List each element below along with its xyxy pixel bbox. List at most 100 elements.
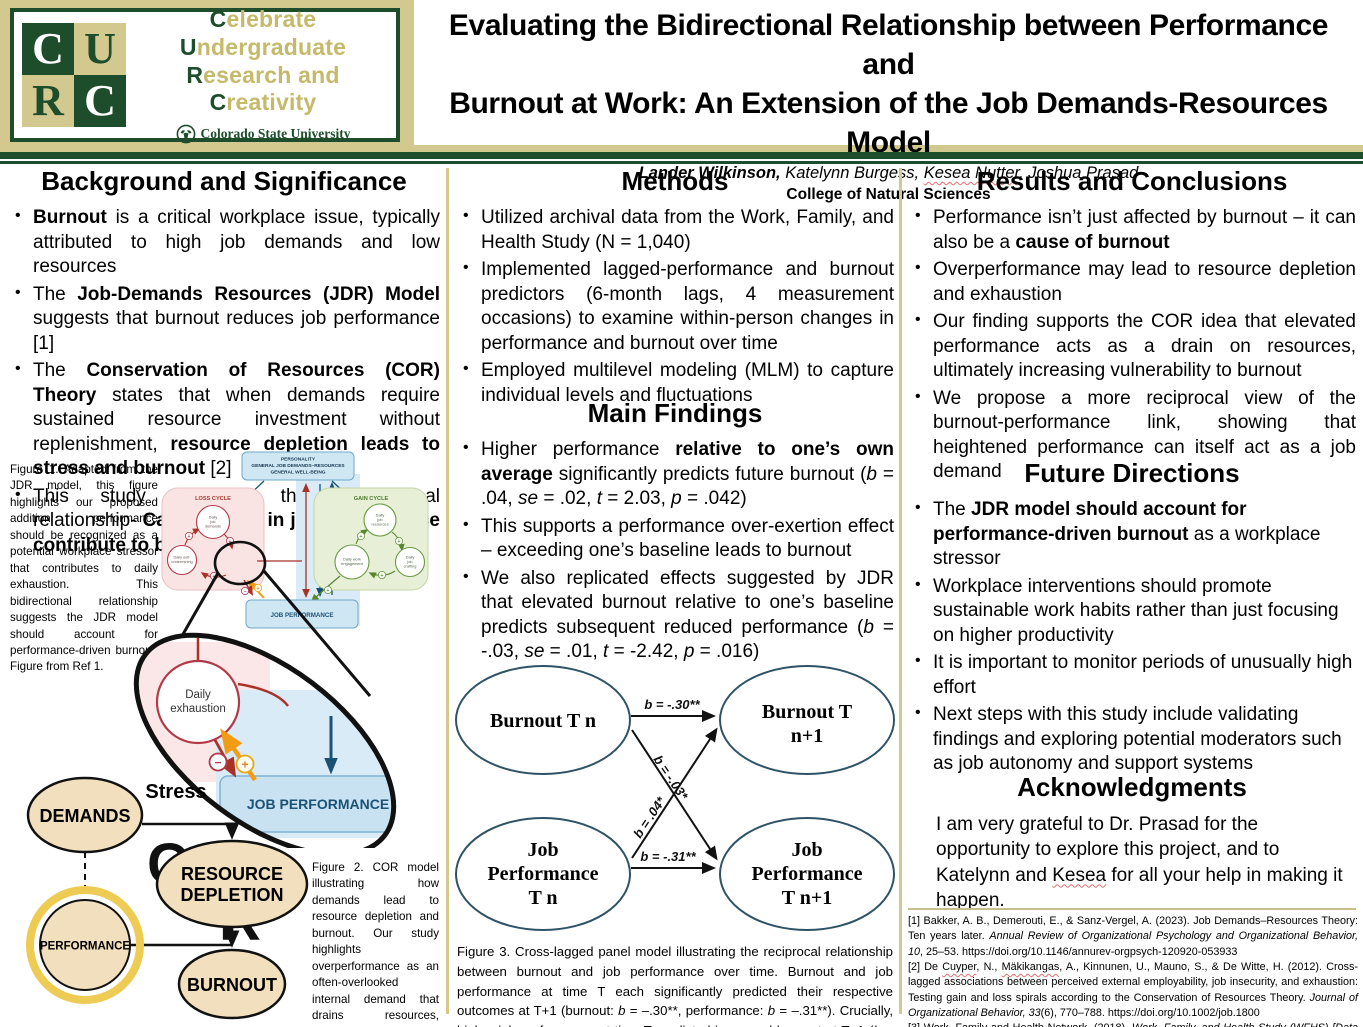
poster-title-line2: Burnout at Work: An Extension of the Job… [449,87,1328,159]
header-gold-strip [414,145,1363,152]
methods-bullet-list: Utilized archival data from the Work, Fa… [456,206,894,408]
svg-text:RESOURCE: RESOURCE [181,864,283,884]
svg-text:T n+1: T n+1 [782,887,833,909]
bullet: It is important to monitor periods of un… [908,651,1356,700]
cor-resource-depletion-node: RESOURCE DEPLETION [155,839,309,929]
bullet: The Conservation of Resources (COR) Theo… [8,359,440,482]
svg-text:T n: T n [528,887,557,909]
zoom-job-performance-label: JOB PERFORMANCE [247,796,389,812]
bullet: We propose a more reciprocal view of the… [908,387,1356,485]
references-divider [908,908,1356,910]
jdr-top-line2: GENERAL JOB DEMANDS–RESOURCES [251,463,345,469]
header-rule-thin [0,161,1363,164]
loss-circle-text: Daily [209,515,218,520]
svg-text:Job: Job [791,839,822,861]
svg-text:+: + [188,534,191,540]
column-divider-left [446,168,449,1014]
cor-performance-node: PERFORMANCE [26,886,144,1004]
figure1-jdr-diagram: PERSONALITY GENERAL JOB DEMANDS–RESOURCE… [118,451,432,848]
reference-3: [3] Work, Family and Health Network. (20… [908,1021,1358,1027]
svg-text:+: + [229,539,232,545]
section-acknowledgments: Acknowledgments I am very grateful to Dr… [908,772,1356,913]
poster-title-line1: Evaluating the Bidirectional Relationshi… [448,9,1329,81]
zoom-minus-badge: − [214,756,221,770]
curc-logo-grid: C U R C [22,23,126,127]
fig3-arrows [631,710,718,874]
title-area: Evaluating the Bidirectional Relationshi… [414,0,1363,203]
reference-1: [1] Bakker, A. B., Demerouti, E., & Sanz… [908,915,1359,958]
poster-title: Evaluating the Bidirectional Relationshi… [424,6,1353,162]
gain-circle-text: job [376,517,382,522]
node-job-performance-tn: Job Performance T n [455,817,631,931]
edge-label-performance-to-burnout: b = .04* [630,793,669,840]
section-methods: Methods Utilized archival data from the … [456,166,894,411]
gain-circle-text: Daily work [343,557,361,562]
node-job-performance-tn1: Job Performance T n+1 [719,817,895,931]
loss-circle-text: demands [205,524,221,529]
svg-text:+: + [398,539,401,545]
csu-ram-icon [176,124,195,144]
bullet: Overperformance may lead to resource dep… [908,258,1356,307]
svg-text:PERFORMANCE: PERFORMANCE [40,941,130,953]
cor-burnout-node: BURNOUT [177,948,287,1020]
zoom-plus-badge: + [241,758,248,772]
bullet: The JDR model should account for perform… [908,498,1356,572]
loss-circle-text: undermining [171,559,192,564]
zoom-exhaustion-label: exhaustion [170,703,226,715]
bullet: Workplace interventions should promote s… [908,575,1356,649]
svg-text:−: − [243,589,246,595]
gain-circle-text: engagement [341,561,364,566]
gain-circle-text: resources [371,522,388,527]
acknowledgments-text: I am very grateful to Dr. Prasad for the… [936,814,1343,911]
logo-tagline-line2: Research and Creativity [186,61,340,116]
jdr-loss-cycle: LOSS CYCLE Daily job demands Daily self-… [161,487,265,591]
university-line: Colorado State University [138,124,388,144]
section-future-directions: Future Directions The JDR model should a… [908,458,1356,780]
fig3-nodes: Burnout T n Burnout T n+1 Job Performanc… [455,665,895,931]
svg-text:BURNOUT: BURNOUT [187,975,277,995]
svg-text:+: + [381,573,384,579]
main-findings-heading: Main Findings [587,398,763,428]
bullet: Implemented lagged-performance and burno… [456,258,894,356]
bullet: This supports a performance over-exertio… [456,515,894,564]
results-bullet-list: Performance isn’t just affected by burno… [908,206,1356,485]
bullet: The Job-Demands Resources (JDR) Model su… [8,283,440,357]
jdr-top-line1: PERSONALITY [281,457,316,463]
bullet: Utilized archival data from the Work, Fa… [456,206,894,255]
affiliation: College of Natural Sciences [786,186,991,203]
svg-text:DEPLETION: DEPLETION [180,885,283,905]
column-divider-right [899,168,902,1014]
bullet: We also replicated effects suggested by … [456,567,894,665]
figure2-cor-diagram: Stress C O R DEMANDS RESOURCE DEPLETION … [26,776,309,1020]
loss-circle-text: job [209,519,215,524]
gain-circle-text: crafting [404,564,417,569]
reference-2: [2] De Cuyper, N., Mäkikangas, A., Kinnu… [908,960,1358,1019]
logo-letter-c1: C [22,23,74,75]
magnifier-ellipse [133,632,397,848]
background-heading: Background and Significance [41,166,407,196]
svg-text:+: + [360,534,363,540]
svg-text:+: + [256,586,259,592]
bullet: Burnout is a critical workplace issue, t… [8,206,440,280]
figure1-caption: Figure 1. Adapted from the JDR model, th… [10,463,158,674]
svg-text:Job: Job [527,839,558,861]
node-burnout-tn: Burnout T n [455,665,631,775]
future-bullet-list: The JDR model should account for perform… [908,498,1356,777]
cor-demands-node: DEMANDS [26,776,144,854]
loss-cycle-label: LOSS CYCLE [195,496,231,502]
jdr-gain-cycle: GAIN CYCLE Daily job resources Daily wor… [310,487,429,603]
svg-text:Performance: Performance [487,863,598,885]
svg-text:DEMANDS: DEMANDS [39,806,130,826]
bullet: Performance isn’t just affected by burno… [908,206,1356,255]
edge-label-performance-stability: b = -.31** [640,849,696,864]
section-main-findings: Main Findings Higher performance relativ… [456,398,894,668]
bullet: Our finding supports the COR idea that e… [908,310,1356,384]
edge-label-burnout-stability: b = -.30** [644,697,700,712]
authors-line: Lander Wilkinson, Katelynn Burgess, Kese… [638,164,1139,182]
section-results: Results and Conclusions Performance isn’… [908,166,1356,488]
logo-letter-c2: C [74,75,126,127]
methods-heading: Methods [621,166,729,196]
bullet: Next steps with this study include valid… [908,703,1356,777]
gain-plus-badges: + + + [356,532,403,580]
